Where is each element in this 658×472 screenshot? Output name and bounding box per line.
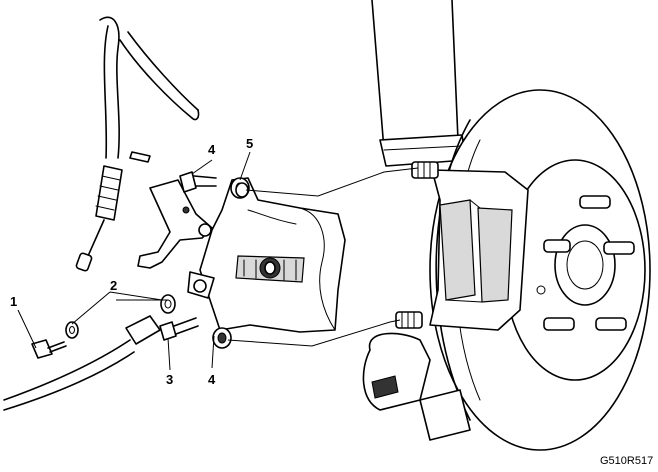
lower-brake-line bbox=[3, 315, 161, 411]
alignment-line-upper bbox=[245, 167, 419, 197]
fastener-1-bolt bbox=[31, 339, 67, 359]
steering-knuckle bbox=[362, 332, 471, 441]
callout-1: 1 bbox=[10, 294, 17, 309]
bracket-bolt-lower bbox=[395, 311, 423, 329]
fastener-3-bolt bbox=[159, 317, 199, 341]
leader-3 bbox=[167, 337, 171, 371]
callout-3: 3 bbox=[166, 372, 173, 387]
bracket-bolt-upper bbox=[411, 161, 439, 179]
leader-2 bbox=[71, 291, 168, 325]
callout-2: 2 bbox=[110, 278, 117, 293]
wheel-stud bbox=[543, 317, 575, 331]
figure-id: G510R517 bbox=[600, 455, 653, 467]
leader-4a bbox=[191, 159, 213, 175]
callout-4-lower: 4 bbox=[208, 372, 216, 387]
leader-4b bbox=[211, 335, 215, 369]
park-brake-cable bbox=[75, 16, 200, 272]
callout-4-upper: 4 bbox=[208, 142, 216, 157]
leader-1 bbox=[17, 309, 37, 349]
wheel-stud bbox=[603, 241, 635, 255]
callout-5: 5 bbox=[246, 136, 253, 151]
wheel-stud bbox=[595, 317, 627, 331]
fastener-4-bolt bbox=[179, 171, 217, 193]
park-brake-lever bbox=[137, 179, 215, 299]
caliper-bracket bbox=[429, 169, 529, 331]
wheel-stud bbox=[579, 195, 611, 209]
wheel-stud bbox=[543, 239, 571, 253]
brake-caliper bbox=[199, 177, 346, 349]
leader-5 bbox=[239, 151, 251, 181]
alignment-line-lower bbox=[227, 319, 401, 347]
strut-assembly bbox=[371, 0, 467, 167]
